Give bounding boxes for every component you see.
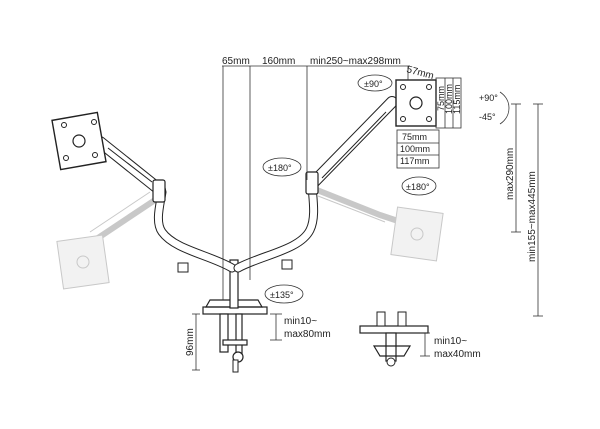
- tilt-indicator: +90° -45°: [479, 91, 510, 125]
- svg-text:100mm: 100mm: [400, 144, 430, 154]
- svg-text:±135°: ±135°: [270, 290, 294, 300]
- rotation-90-badge: ±90°: [357, 74, 393, 92]
- clamp-dimensions: 96mm min10~ max80mm: [185, 313, 331, 371]
- clamp-height-label: 96mm: [185, 328, 196, 356]
- vesa-vertical-dims: 75mm 100mm 115mm: [435, 77, 462, 129]
- rotation-180-mid-badge: ±180°: [262, 157, 302, 177]
- height-max-label: max290mm: [505, 148, 516, 200]
- dim-160mm: 160mm: [262, 56, 295, 67]
- svg-text:±90°: ±90°: [364, 79, 383, 89]
- top-dimension-lines: [222, 65, 410, 300]
- clamp-range-label: min10~: [284, 316, 317, 327]
- desk-clamp: [202, 299, 268, 373]
- rotation-180-right-badge: ±180°: [401, 176, 437, 196]
- svg-text:115mm: 115mm: [452, 85, 462, 114]
- svg-text:+90°: +90°: [479, 93, 498, 103]
- svg-text:-45°: -45°: [479, 112, 496, 122]
- svg-text:±180°: ±180°: [268, 163, 292, 173]
- right-vesa-plate: [395, 79, 437, 127]
- grommet-range-label-2: max40mm: [434, 349, 481, 360]
- height-range-label: min155~max445mm: [527, 171, 538, 262]
- dim-65mm: 65mm: [222, 56, 250, 67]
- svg-text:100mm: 100mm: [444, 84, 454, 114]
- left-arm: [94, 136, 237, 273]
- grommet-mount: min10~ max40mm: [359, 311, 481, 367]
- svg-text:75mm: 75mm: [402, 132, 427, 142]
- rotation-135-badge: ±135°: [264, 284, 304, 304]
- right-arm: [233, 96, 398, 273]
- dim-reach: min250~max298mm: [310, 56, 401, 67]
- svg-text:±180°: ±180°: [406, 182, 430, 192]
- ghost-left-arm: [56, 191, 157, 290]
- ghost-right-arm: [310, 185, 444, 262]
- svg-text:117mm: 117mm: [400, 156, 429, 166]
- left-vesa-plate: [51, 111, 107, 171]
- height-dimensions: max290mm min155~max445mm: [505, 103, 543, 317]
- svg-text:75mm: 75mm: [436, 86, 446, 111]
- grommet-range-label: min10~: [434, 336, 467, 347]
- vesa-horizontal-dims: 75mm 100mm 117mm: [396, 129, 440, 169]
- clamp-range-label-2: max80mm: [284, 329, 331, 340]
- pole: [229, 259, 239, 309]
